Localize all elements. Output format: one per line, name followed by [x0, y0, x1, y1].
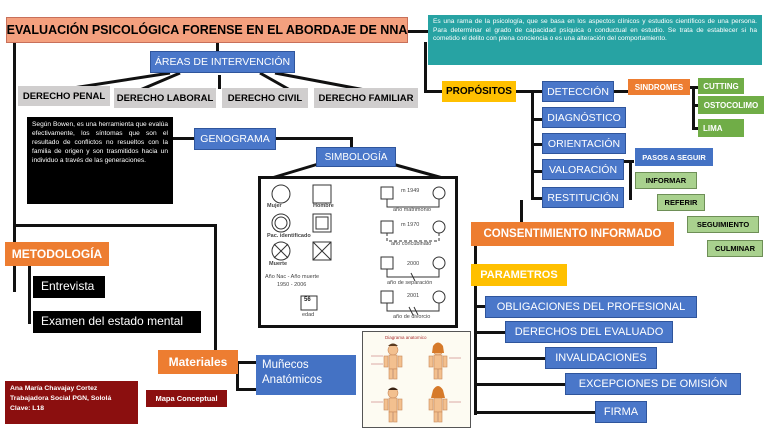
- relation-label: m 1949: [401, 188, 420, 194]
- relation-label: m 1970: [401, 222, 420, 228]
- proposito-item: VALORACIÓN: [542, 159, 624, 180]
- author-name: Ana María Chavajay Cortez: [10, 385, 98, 392]
- relation-label: año de separación: [387, 280, 433, 286]
- proposito-item: DETECCIÓN: [542, 81, 614, 102]
- parametros-label: PARAMETROS: [471, 264, 567, 286]
- sindrome-item: OSTOCOLIMO: [698, 96, 764, 114]
- main-title: EVALUACIÓN PSICOLÓGICA FORENSE EN EL ABO…: [6, 17, 408, 43]
- metodologia-label: METODOLOGÍA: [5, 242, 109, 266]
- definition-box: Es una rama de la psicología, que se bas…: [428, 15, 762, 65]
- author-role: Trabajadora Social PGN, Sololá: [10, 394, 112, 402]
- author-clave: Clave: L18: [10, 404, 45, 412]
- symbol-label: Muerte: [269, 261, 288, 267]
- symbology-table: Mujer Hombre Pac. identificado Muerte Añ…: [258, 176, 458, 328]
- symbol-label: 1950 - 2006: [277, 282, 307, 288]
- metodologia-item: Examen del estado mental: [33, 311, 201, 333]
- relation-label: 2000: [407, 261, 420, 267]
- relation-label: año matrimonio: [393, 207, 431, 213]
- mapa-badge: Mapa Conceptual: [146, 390, 227, 407]
- symbol-label: 56: [304, 297, 311, 303]
- paso-item: REFERIR: [657, 194, 705, 211]
- symbol-label: Mujer: [267, 203, 282, 209]
- proposito-item: ORIENTACIÓN: [542, 133, 626, 154]
- dolls-drawing: [371, 342, 461, 423]
- metodologia-item: Entrevista: [33, 276, 105, 298]
- areas-label: ÁREAS DE INTERVENCIÓN: [150, 51, 295, 73]
- symbology-drawing: [271, 184, 446, 316]
- parametro-item: OBLIGACIONES DEL PROFESIONAL: [485, 296, 697, 318]
- parametro-item: INVALIDACIONES: [545, 347, 657, 369]
- image-caption: Diagrama anatomico: [385, 335, 427, 340]
- sindrome-item: LIMA: [698, 119, 744, 137]
- sindromes-label: SINDROMES: [628, 79, 690, 95]
- parametro-item: EXCEPCIONES DE OMISIÓN: [565, 373, 741, 395]
- symbol-label: Pac. identificado: [267, 233, 311, 239]
- consentimiento-label: CONSENTIMIENTO INFORMADO: [471, 222, 674, 246]
- area-item: DERECHO LABORAL: [114, 88, 216, 108]
- relation-label: 2001: [407, 293, 420, 299]
- area-item: DERECHO PENAL: [18, 86, 110, 106]
- symbol-label: Año Nac - Año muerte: [265, 274, 320, 280]
- author-box: Ana María Chavajay Cortez Trabajadora So…: [5, 381, 138, 424]
- parametro-item: DERECHOS DEL EVALUADO: [505, 321, 673, 343]
- parametro-item: FIRMA: [595, 401, 647, 423]
- relation-label: año de divorcio: [393, 314, 431, 320]
- materiales-item: Muñecos Anatómicos: [256, 355, 356, 395]
- paso-item: CULMINAR: [707, 240, 763, 257]
- anatomical-dolls-image: Diagrama anatomico: [362, 331, 471, 428]
- paso-item: INFORMAR: [635, 172, 697, 189]
- proposito-item: DIAGNÓSTICO: [542, 107, 626, 128]
- simbologia-label: SIMBOLOGÍA: [316, 147, 396, 167]
- proposito-item: RESTITUCIÓN: [542, 187, 624, 208]
- symbol-label: Hombre: [313, 203, 334, 209]
- paso-item: SEGUIMIENTO: [687, 216, 759, 233]
- genograma-label: GENOGRAMA: [194, 128, 276, 150]
- propositos-label: PROPÓSITOS: [442, 81, 516, 102]
- relation-label: año concubinato: [391, 241, 432, 247]
- sindrome-item: CUTTING: [698, 78, 744, 94]
- pasos-label: PASOS A SEGUIR: [635, 148, 713, 166]
- symbol-label: edad: [302, 312, 315, 318]
- bowen-text: Según Bowen, es una herramienta que eval…: [27, 117, 173, 204]
- materiales-label: Materiales: [158, 350, 238, 374]
- area-item: DERECHO CIVIL: [222, 88, 308, 108]
- area-item: DERECHO FAMILIAR: [314, 88, 418, 108]
